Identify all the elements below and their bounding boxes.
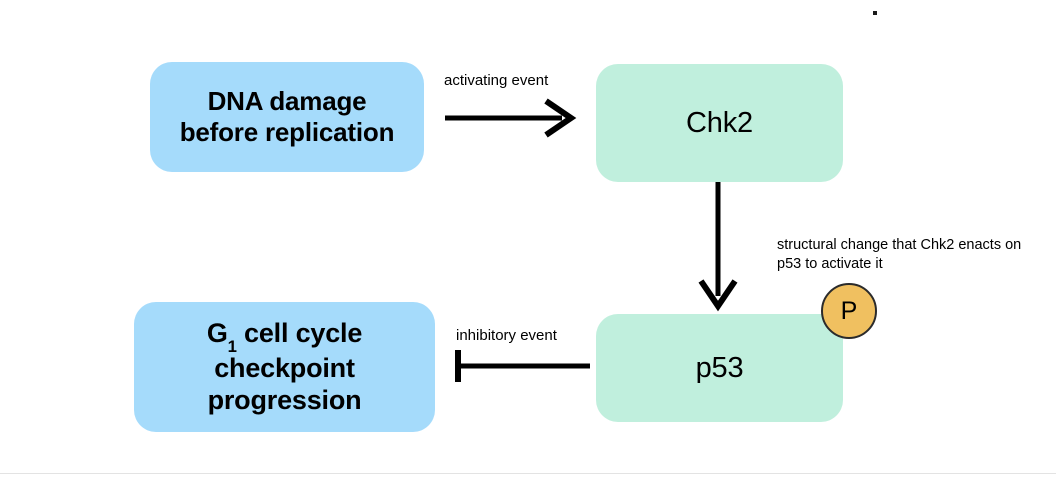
node-g1-checkpoint-line2: checkpoint bbox=[214, 352, 355, 383]
node-p53-label: p53 bbox=[695, 351, 744, 384]
phosphorylation-badge-label: P bbox=[840, 296, 858, 325]
edge-label-activating-event: activating event bbox=[444, 72, 549, 89]
node-chk2[interactable]: Chk2 bbox=[596, 64, 843, 182]
node-dna-damage-line1: DNA damage bbox=[207, 86, 367, 117]
arrow-chk2-to-p53 bbox=[698, 182, 738, 312]
annotation-structural-change-line1: structural change that Chk2 enacts bbox=[777, 237, 1002, 253]
node-dna-damage[interactable]: DNA damage before replication bbox=[150, 62, 424, 172]
phosphorylation-badge[interactable]: P bbox=[821, 283, 877, 339]
stray-dot-mark bbox=[873, 11, 877, 15]
bottom-divider bbox=[0, 473, 1056, 474]
node-p53[interactable]: p53 bbox=[596, 314, 843, 422]
node-g1-checkpoint-line3: progression bbox=[207, 384, 362, 415]
arrow-dna-damage-to-chk2 bbox=[445, 98, 577, 138]
node-g1-checkpoint-g: G bbox=[206, 317, 228, 348]
node-g1-checkpoint-subscript: 1 bbox=[227, 337, 237, 357]
annotation-structural-change: structural change that Chk2 enacts on p5… bbox=[777, 236, 1037, 275]
node-chk2-label: Chk2 bbox=[686, 106, 753, 139]
annotation-structural-change-line2: on p53 to activate it bbox=[777, 237, 1022, 273]
node-g1-checkpoint-line1-suffix: cell cycle bbox=[236, 317, 363, 348]
node-dna-damage-line2: before replication bbox=[179, 117, 395, 147]
edge-label-inhibitory-event: inhibitory event bbox=[456, 327, 557, 344]
node-g1-checkpoint[interactable]: G1 cell cycle checkpoint progression bbox=[134, 302, 435, 432]
node-g1-checkpoint-line1: G1 cell cycle bbox=[206, 317, 363, 357]
inhibition-p53-to-g1-checkpoint bbox=[455, 350, 590, 382]
